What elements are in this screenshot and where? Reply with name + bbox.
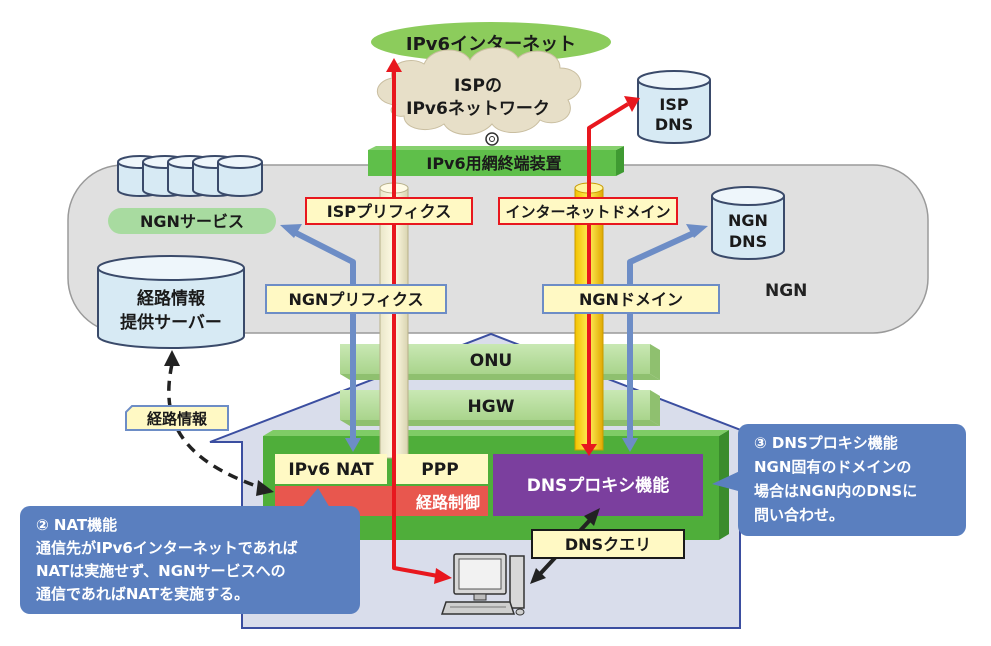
isp-network-label-2: IPv6ネットワーク xyxy=(406,99,550,119)
ngn-prefix-arrow xyxy=(292,229,356,444)
dns-callout-line-3: 場合はNGN内のDNSに xyxy=(754,482,917,500)
nat-callout-line-3: NATは実施せず、NGNサービスへの xyxy=(36,562,286,580)
ngn-service-servers xyxy=(117,155,263,197)
pc-icon xyxy=(440,553,525,616)
dns-callout xyxy=(712,424,966,536)
hgw-label: HGW xyxy=(468,397,515,417)
route-info-arrow xyxy=(167,363,263,490)
ngn-dns-label-2: DNS xyxy=(729,232,767,251)
nat-callout-line-1: ② NAT機能 xyxy=(36,516,117,534)
ipv6-nat-label: IPv6 NAT xyxy=(288,460,374,480)
dns-callout-line-2: NGN固有のドメインの xyxy=(754,458,911,476)
ngn-label: NGN xyxy=(765,281,807,301)
ipv6-nat-box xyxy=(275,454,387,484)
ngn-service-label: NGNサービス xyxy=(140,212,244,231)
dns-query-label: DNSクエリ xyxy=(565,535,651,554)
nat-callout-line-4: 通信であればNATを実施する。 xyxy=(36,585,249,603)
ngn-domain-tag xyxy=(542,284,720,314)
dns-proxy-label: DNSプロキシ機能 xyxy=(527,475,670,496)
isp-network-cloud xyxy=(376,47,582,135)
ppp-box xyxy=(392,454,488,484)
ngn-dns-server xyxy=(711,186,785,260)
ipv6-nte-label: IPv6用網終端装置 xyxy=(426,154,561,173)
nat-callout xyxy=(20,488,360,614)
routing-control-label: 経路制御 xyxy=(416,493,480,512)
route-info-label: 経路情報 xyxy=(147,410,208,428)
dns-callout-line-1: ③ DNSプロキシ機能 xyxy=(754,434,898,452)
ipv6-nte-device xyxy=(368,146,624,176)
ngn-service-label-bg xyxy=(108,208,276,234)
ipv6-internet-path-arrow xyxy=(392,72,439,578)
isp-dns-query-arrow xyxy=(587,102,630,448)
dns-query-tag xyxy=(531,529,685,559)
ngn-prefix-label: NGNプリフィクス xyxy=(288,290,423,309)
ngn-domain-arrow xyxy=(627,229,698,444)
route-server-label-2: 提供サーバー xyxy=(120,312,222,333)
isp-dns-label-1: ISP xyxy=(659,95,688,114)
isp-prefix-tag xyxy=(305,197,473,225)
isp-prefix-label: ISPプリフィクス xyxy=(327,202,451,221)
internet-domain-tag xyxy=(498,197,678,225)
ppp-label: PPP xyxy=(421,460,458,480)
isp-network-label-1: ISPの xyxy=(454,76,502,96)
nat-callout-line-2: 通信先がIPv6インターネットであれば xyxy=(36,539,298,557)
dns-proxy-box xyxy=(493,454,703,516)
dns-callout-line-4: 問い合わせ。 xyxy=(754,506,844,524)
route-info-tag xyxy=(125,405,229,431)
onu-label: ONU xyxy=(470,351,512,371)
ngn-domain-label: NGNドメイン xyxy=(579,290,683,309)
route-server-label-1: 経路情報 xyxy=(137,288,206,309)
isp-dns-label-2: DNS xyxy=(655,115,693,134)
internet-domain-label: インターネットドメイン xyxy=(505,203,670,221)
ipv6-internet-cloud xyxy=(371,22,611,62)
ngn-prefix-tag xyxy=(265,284,447,314)
ngn-dns-label-1: NGN xyxy=(728,211,768,230)
isp-dns-server xyxy=(637,70,711,144)
route-info-server xyxy=(97,255,245,349)
